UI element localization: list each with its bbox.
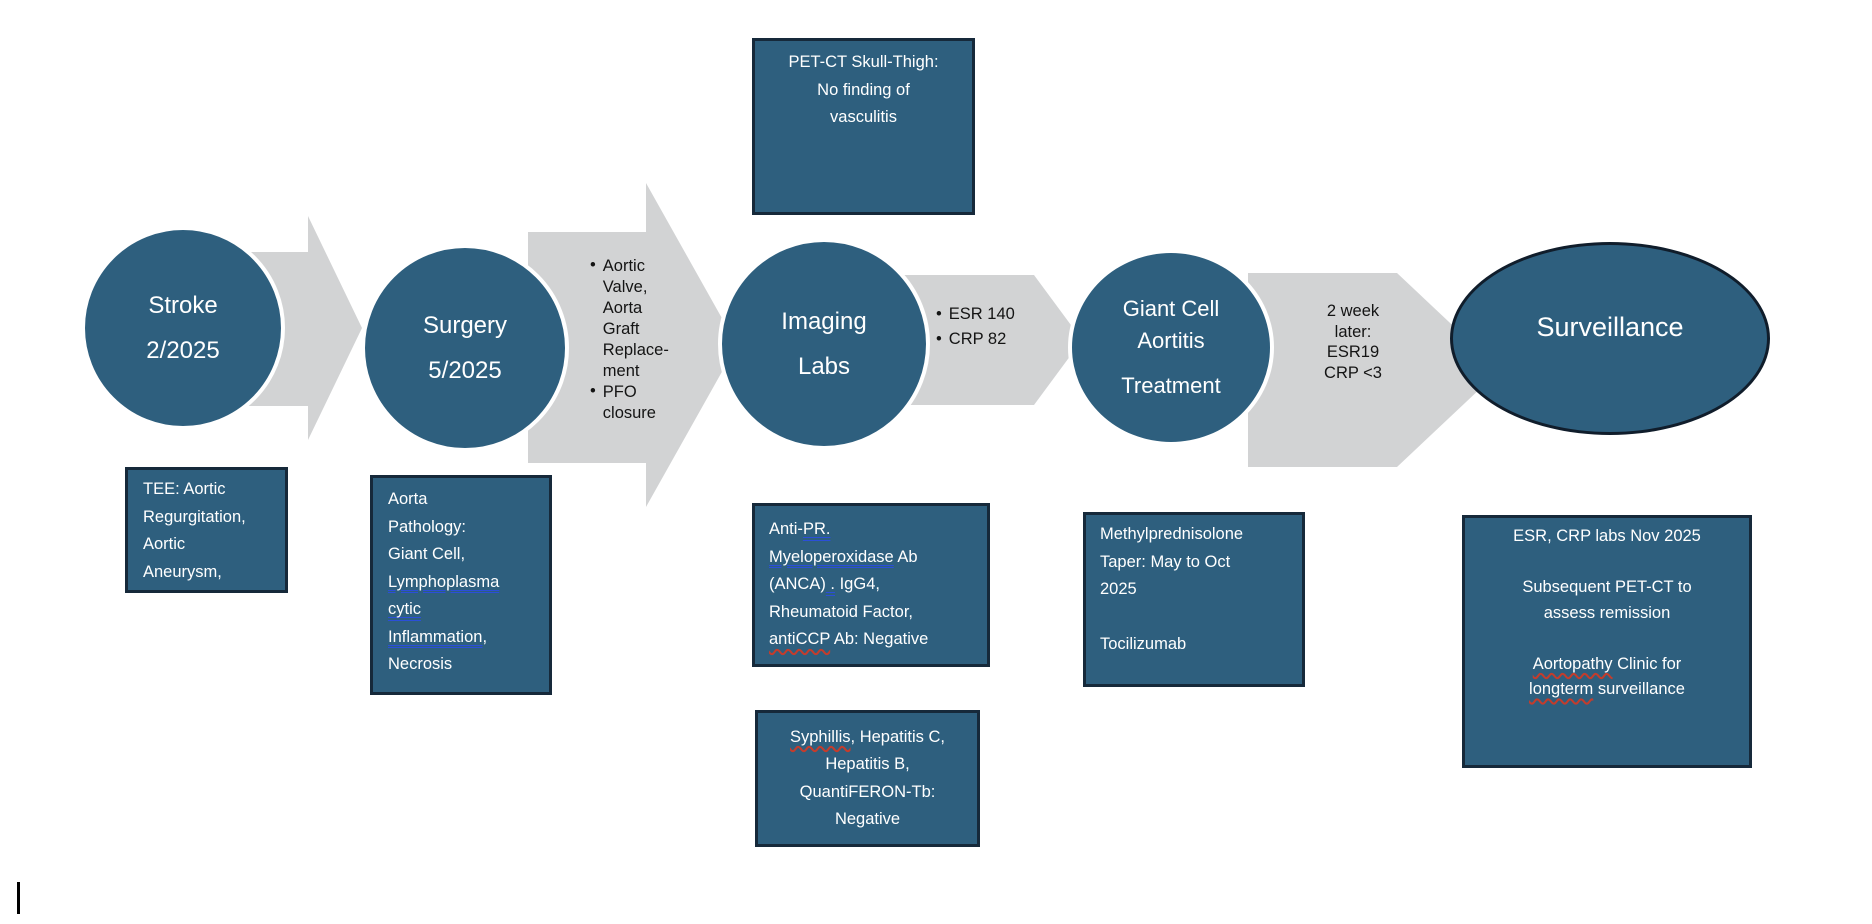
text-line: 2025 (1100, 580, 1137, 598)
bullet-dot: • (936, 305, 942, 323)
text-line: Giant Cell, (388, 545, 466, 563)
text-line: antiCCP Ab: Negative (769, 630, 929, 649)
text-line: ESR 140 (948, 305, 1015, 323)
text-line (1100, 604, 1294, 632)
node-giant-cell-subtitle: Treatment (1121, 373, 1221, 398)
text-line: Aorta (388, 490, 428, 508)
text-line: Giant Cell (1122, 296, 1220, 321)
bullet-dot: • (936, 330, 942, 348)
text-line: Negative (834, 810, 901, 828)
text-line: Aortitis (1137, 328, 1205, 353)
text-line: later: (1334, 322, 1372, 341)
text-line: Imaging (781, 308, 867, 335)
text-line: Surveillance (1536, 311, 1684, 342)
bullet-dot: • (590, 256, 596, 274)
text-line: QuantiFERON-Tb: (799, 782, 936, 801)
bullet-item: • PFO closure (590, 382, 740, 424)
node-surveillance[interactable]: Surveillance (1450, 242, 1770, 435)
text-line: longterm surveillance (1529, 680, 1685, 698)
text-line: Lymphoplasma (388, 572, 500, 591)
text-line: assess remission (1543, 603, 1671, 622)
text-line: CRP 82 (948, 330, 1007, 348)
text-line: No finding of (817, 80, 910, 99)
text-line: Subsequent PET-CT to (1522, 578, 1692, 596)
text-line: Stroke (148, 292, 218, 319)
text-line: Hepatitis B, (825, 755, 910, 773)
bullet-dot: • (590, 382, 596, 400)
text-line: Inflammation, (388, 627, 488, 646)
text-line: 2 week (1326, 302, 1380, 320)
text-line: Syphillis, Hepatitis C, (790, 727, 945, 746)
text-line: Taper: May to Oct (1100, 552, 1231, 571)
text-line: Aortic (602, 257, 645, 275)
text-line (1473, 626, 1741, 652)
text-line: Graft (602, 320, 640, 338)
text-line: 2/2025 (146, 337, 220, 364)
text-line: Aneurysm, (143, 562, 222, 581)
text-line: PET-CT Skull-Thigh: (788, 53, 939, 71)
text-line: ESR, CRP labs Nov 2025 (1513, 527, 1701, 545)
text-line: Anti-PR. (769, 520, 831, 539)
callout-surveillance-plan[interactable]: ESR, CRP labs Nov 2025 Subsequent PET-CT… (1462, 515, 1752, 768)
text-line: Tocilizumab (1100, 635, 1187, 653)
callout-infectious-labs[interactable]: Syphillis, Hepatitis C, Hepatitis B, Quant… (755, 710, 980, 847)
text-line: Methylprednisolone (1100, 525, 1244, 543)
bullet-item: • ESR 140 (936, 302, 1015, 327)
text-line: 5/2025 (428, 357, 502, 384)
text-line: Aorta (602, 299, 643, 317)
callout-pet-ct[interactable]: PET-CT Skull-Thigh: No finding of vasculit… (752, 38, 975, 215)
text-line: cytic (388, 600, 421, 618)
text-cursor (17, 882, 20, 914)
text-line: Regurgitation, (143, 507, 246, 526)
arrow-label-lab-values[interactable]: • ESR 140 • CRP 82 (936, 302, 1015, 352)
node-stroke[interactable]: Stroke 2/2025 (81, 226, 285, 430)
text-line: TEE: Aortic (143, 480, 226, 498)
text-line: Pathology: (388, 517, 466, 536)
text-line: vasculitis (830, 108, 897, 126)
text-line: ESR19 (1326, 343, 1380, 361)
text-line: Rheumatoid Factor, (769, 602, 913, 621)
text-line: Labs (797, 353, 851, 380)
text-line: Replace- (602, 341, 669, 359)
text-line: Necrosis (388, 655, 453, 673)
text-line: Myeloperoxidase Ab (769, 547, 918, 566)
text-line: Aortopathy Clinic for (1532, 654, 1682, 673)
text-line: (ANCA) . IgG4, (769, 575, 880, 594)
callout-autoimmune-labs[interactable]: Anti-PR. Myeloperoxidase Ab (ANCA) . IgG4… (752, 503, 990, 667)
text-line: PFO (602, 383, 637, 401)
text-line: Surgery (422, 312, 508, 339)
text-line: Valve, (602, 278, 648, 296)
text-line: ment (602, 362, 640, 380)
text-line: closure (602, 404, 656, 422)
process-arrow-4[interactable] (1248, 273, 1500, 467)
process-arrow-2[interactable] (528, 183, 737, 507)
node-surgery[interactable]: Surgery 5/2025 (361, 244, 569, 452)
text-line (1473, 550, 1741, 576)
bullet-item: • CRP 82 (936, 327, 1015, 352)
text-line: CRP <3 (1324, 363, 1382, 382)
text-line: Aortic (143, 535, 186, 553)
